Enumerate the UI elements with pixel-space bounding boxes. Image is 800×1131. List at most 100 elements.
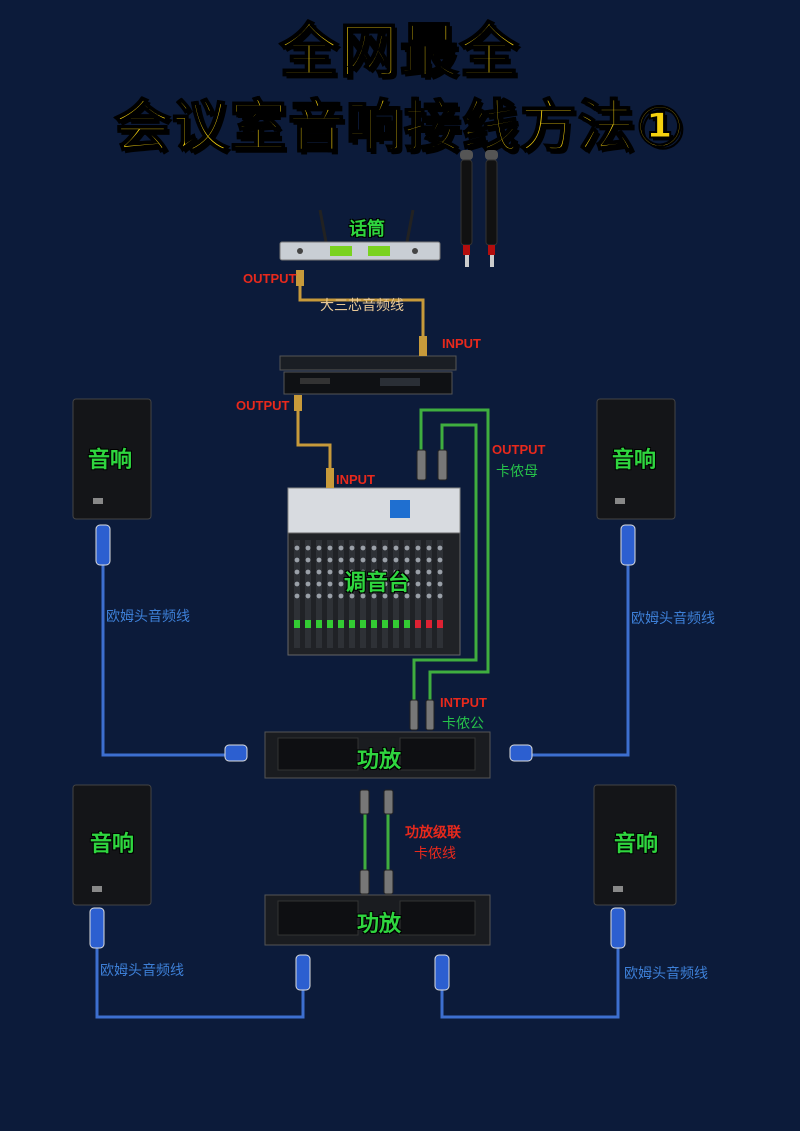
mixer-knob xyxy=(415,581,421,587)
mixer-knob xyxy=(393,593,399,599)
trs-plug-mic-output xyxy=(296,270,304,286)
mixer-fader-cap xyxy=(426,620,432,628)
mixer-knob xyxy=(305,593,311,599)
trs-plug-processor-output xyxy=(294,395,302,411)
mixer-knob xyxy=(426,593,432,599)
mixer-knob xyxy=(349,569,355,575)
mixer-knob xyxy=(371,557,377,563)
xlr-cable-mixer-out-left xyxy=(419,408,490,700)
mixer-knob xyxy=(294,557,300,563)
mixer-knob xyxy=(305,581,311,587)
xlr-female-label: 卡侬母 xyxy=(496,464,538,480)
mixer-knob xyxy=(404,593,410,599)
mixer-knob xyxy=(294,569,300,575)
speakon-label-bottom-left: 欧姆头音频线 xyxy=(100,963,184,979)
mixer-fader-cap xyxy=(437,620,443,628)
mixer-knob xyxy=(349,593,355,599)
mixer-knob xyxy=(415,569,421,575)
mixer-knob xyxy=(393,581,399,587)
xlr-cascade-bottom-left xyxy=(359,869,370,895)
mixer-fader-cap xyxy=(393,620,399,628)
speaker-top-left-cabinet xyxy=(72,398,152,520)
mixer-fader-cap xyxy=(371,620,377,628)
audio-processor-unit xyxy=(279,355,457,395)
speakon-plug-speaker-bottom-left xyxy=(89,907,105,949)
trs-cable-label: 大三芯音频线 xyxy=(320,298,404,314)
mixer-knob xyxy=(426,557,432,563)
mixer-knob xyxy=(371,593,377,599)
mixer-input-label: INPUT xyxy=(336,472,375,487)
mixer-knob xyxy=(382,593,388,599)
mixer-knob xyxy=(338,581,344,587)
mic-cable-plugs xyxy=(465,255,494,267)
power-amplifier-top-unit xyxy=(264,731,491,779)
xlr-cable-mixer-out-right xyxy=(412,423,478,700)
mixer-fader-cap xyxy=(294,620,300,628)
mixer-knob xyxy=(305,569,311,575)
speaker-bottom-right-cabinet xyxy=(593,784,677,906)
mixer-knob xyxy=(327,545,333,551)
mixer-knob xyxy=(371,545,377,551)
mixer-knob xyxy=(294,545,300,551)
xlr-female-connector-left xyxy=(416,449,427,481)
amp-intput-label: INTPUT xyxy=(440,695,487,710)
mixer-knob xyxy=(437,593,443,599)
mixer-knob xyxy=(382,557,388,563)
mixer-knob xyxy=(393,569,399,575)
mixer-fader-cap xyxy=(305,620,311,628)
mixer-knob xyxy=(415,545,421,551)
processor-output-label: OUTPUT xyxy=(236,398,290,413)
mixer-knob xyxy=(382,581,388,587)
speakon-label-bottom-right: 欧姆头音频线 xyxy=(624,966,708,982)
title-line2: 会议室音响接线方法① xyxy=(113,94,686,161)
power-amplifier-bottom-unit xyxy=(264,894,491,946)
speakon-plug-amp-top-left xyxy=(224,744,248,762)
mixer-knob xyxy=(305,557,311,563)
xlr-male-connector-right xyxy=(425,699,435,731)
speaker-bottom-left-label: 音响 xyxy=(90,831,135,857)
mixer-knob xyxy=(338,557,344,563)
mixer-knob xyxy=(404,545,410,551)
mixer-knob xyxy=(316,593,322,599)
mixer-knob xyxy=(338,593,344,599)
speakon-plug-speaker-top-right xyxy=(620,524,636,566)
mixer-knob xyxy=(327,557,333,563)
mixer-knob xyxy=(404,557,410,563)
mixer-knob xyxy=(305,545,311,551)
speakon-label-top-right: 欧姆头音频线 xyxy=(631,611,715,627)
xlr-cascade-top-left xyxy=(359,789,370,815)
mic-receiver-label: 话筒 xyxy=(349,219,385,240)
mixer-knob xyxy=(327,581,333,587)
mixer-fader-cap xyxy=(349,620,355,628)
trs-cable-mic-to-processor xyxy=(298,283,425,338)
mixer-knob xyxy=(349,581,355,587)
mixer-knob xyxy=(404,569,410,575)
mixer-knob xyxy=(338,569,344,575)
mixer-knob xyxy=(316,545,322,551)
mixer-label: 调音台 xyxy=(344,570,411,596)
mixer-knob xyxy=(382,545,388,551)
speakon-cable-bottom-right xyxy=(440,945,620,1019)
mixer-fader-cap xyxy=(316,620,322,628)
mixer-fader-cap xyxy=(338,620,344,628)
mixer-knob xyxy=(349,557,355,563)
mixer-knob xyxy=(327,593,333,599)
xlr-male-label: 卡侬公 xyxy=(442,716,484,732)
mixer-fader-bank xyxy=(294,540,443,648)
mixer-knob xyxy=(426,545,432,551)
xlr-male-connector-left xyxy=(409,699,419,731)
mixer-output-label: OUTPUT xyxy=(492,442,546,457)
xlr-cascade-top-right xyxy=(383,789,394,815)
mixer-knob xyxy=(294,593,300,599)
handheld-microphone-left xyxy=(460,150,473,255)
xlr-cable-label: 卡侬线 xyxy=(414,845,456,861)
title-line1: 全网最全 xyxy=(279,16,520,86)
mixer-fader-cap xyxy=(415,620,421,628)
mixer-fader-cap xyxy=(382,620,388,628)
xlr-cascade-bottom-right xyxy=(383,869,394,895)
wireless-receiver-unit xyxy=(279,209,441,261)
speakon-cable-top-right xyxy=(530,565,630,757)
mixer-knob xyxy=(393,557,399,563)
